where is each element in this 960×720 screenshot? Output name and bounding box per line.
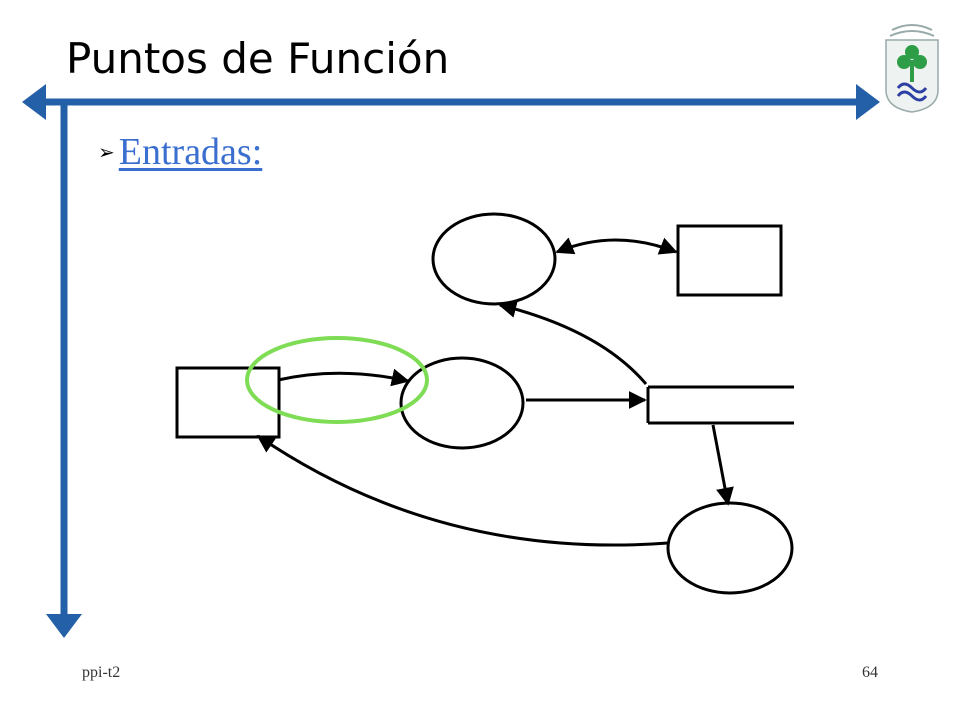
university-logo-icon	[885, 24, 939, 113]
bullet-item: ➢ Entradas:	[98, 130, 262, 174]
flow-bottom-process-to-external	[256, 434, 669, 547]
slide-title: Puntos de Función	[66, 34, 450, 83]
entradas-link[interactable]: Entradas:	[118, 131, 263, 173]
process-top	[431, 212, 557, 306]
bullet-arrow-icon: ➢	[98, 140, 115, 164]
process-bottom	[666, 501, 794, 595]
frame-axes	[22, 84, 880, 638]
input-highlight	[245, 336, 429, 424]
footer-label: ppi-t2	[82, 664, 121, 681]
dataflow-diagram	[175, 212, 794, 595]
left-arrowhead-icon	[22, 84, 46, 120]
down-arrowhead-icon	[46, 614, 82, 638]
flow-top-process-entity	[555, 237, 678, 255]
entity-top-right	[676, 224, 783, 297]
external-entity-left	[175, 366, 281, 439]
flow-store-to-top-process	[498, 300, 648, 385]
right-arrowhead-icon	[856, 84, 880, 120]
input-flow	[277, 368, 410, 387]
page-number: 64	[862, 664, 878, 681]
flow-store-to-bottom-process	[711, 424, 734, 506]
process-middle	[399, 356, 525, 450]
